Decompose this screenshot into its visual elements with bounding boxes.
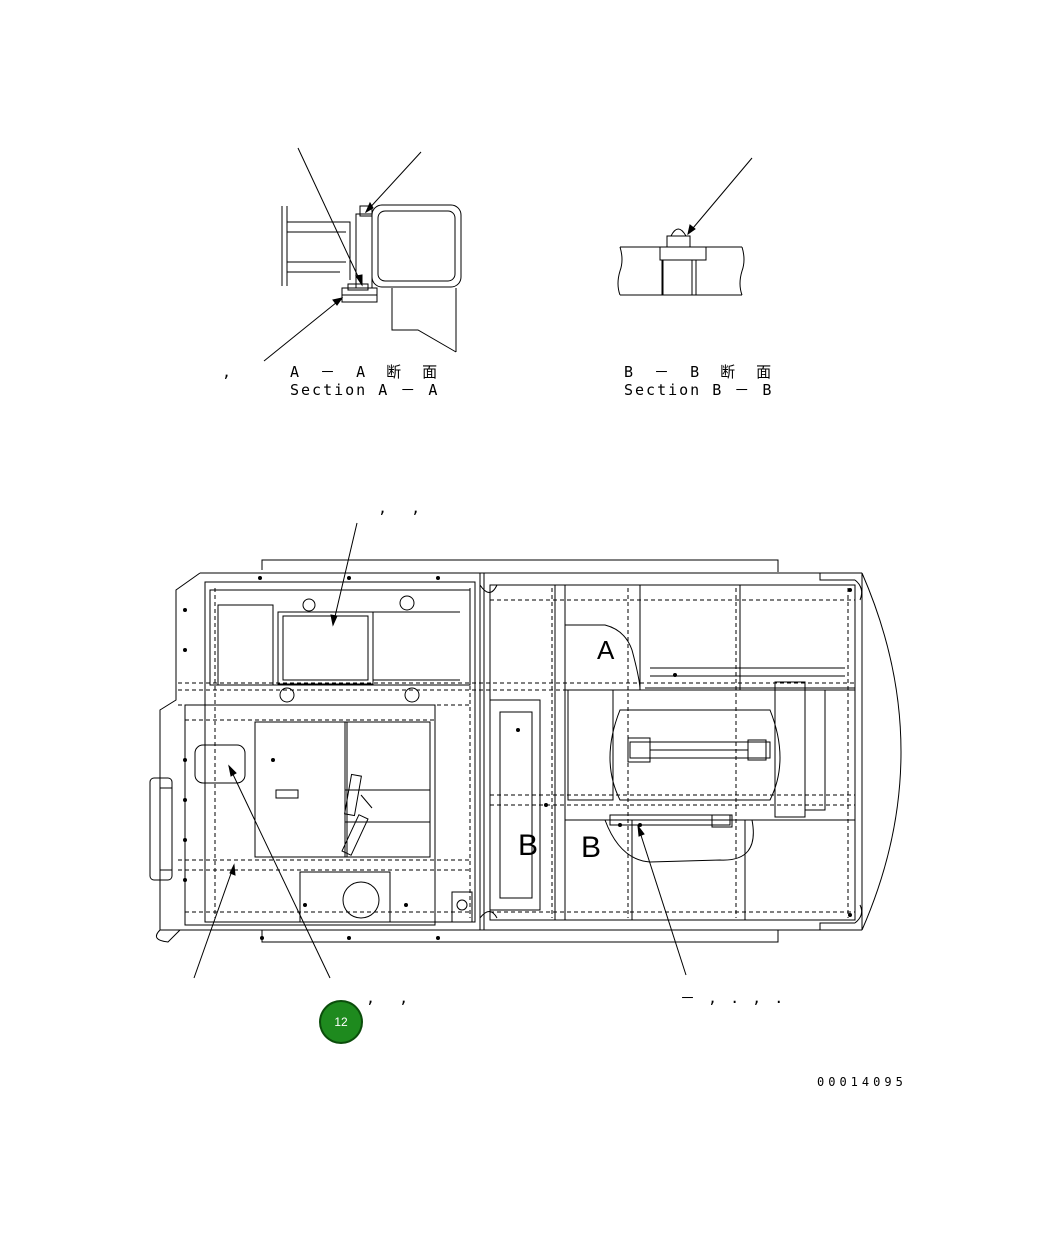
plan-leaders <box>193 522 687 979</box>
plan-bottom-callout-right: － , . , . <box>680 989 786 1007</box>
plan-bottom-callout-left: , , <box>366 989 411 1007</box>
section-marker-b-inner: B <box>518 829 541 862</box>
callout-number-badge[interactable]: 12 <box>321 1002 361 1042</box>
section-marker-b-outer: B <box>581 831 604 864</box>
plan-view <box>149 559 902 943</box>
hidden-lines <box>178 588 855 918</box>
section-b-title-en: Section B － B <box>624 381 774 399</box>
section-marker-a: A <box>597 635 617 665</box>
drawing-number: 00014095 <box>817 1075 907 1089</box>
section-b-title-jp: B － B 断 面 <box>624 363 778 381</box>
section-a-title-jp: A － A 断 面 <box>290 363 444 381</box>
section-b-detail <box>617 157 753 296</box>
section-a-title-en: Section A － A <box>290 381 440 399</box>
plan-top-callout: , , <box>378 499 423 517</box>
section-a-detail <box>263 147 462 362</box>
bolt-marks <box>183 576 852 940</box>
section-a-mark: , <box>222 363 234 381</box>
callout-number: 12 <box>334 1015 348 1029</box>
